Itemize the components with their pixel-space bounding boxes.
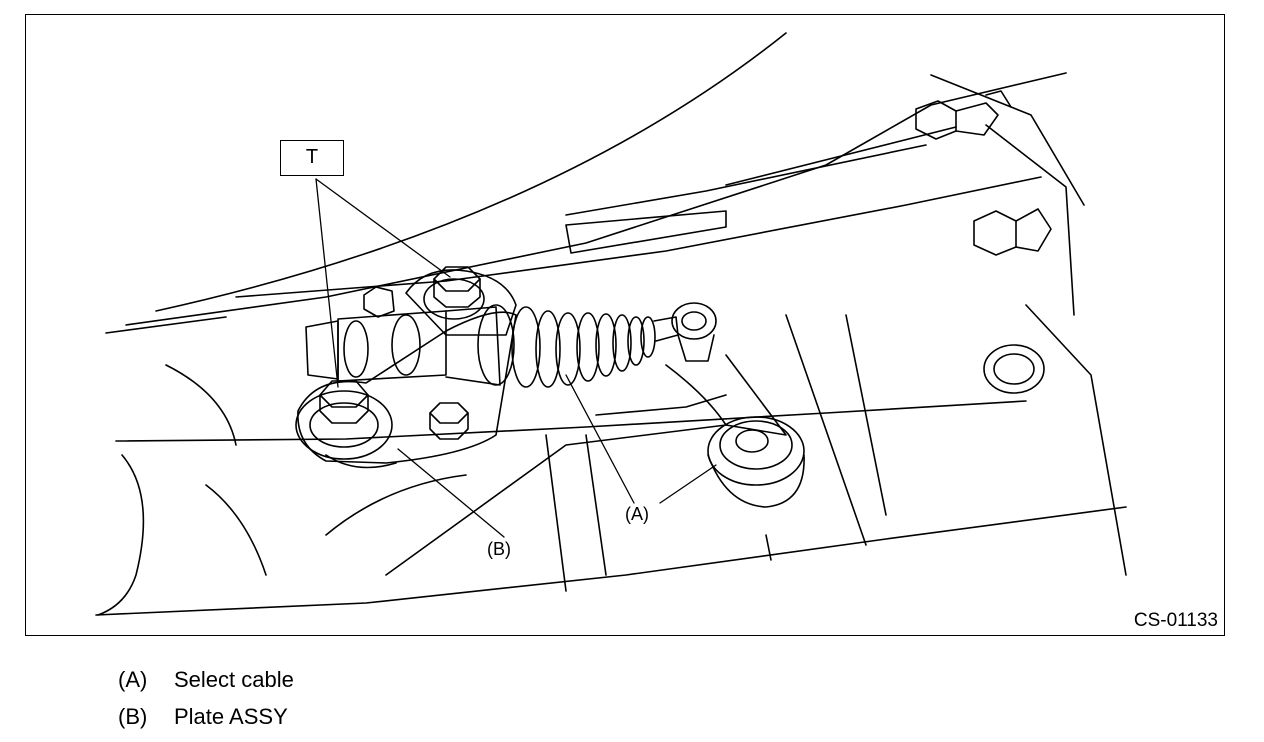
legend-key: (A) bbox=[118, 667, 148, 692]
lower-rib-6 bbox=[385, 424, 727, 576]
legend-key: (B) bbox=[118, 704, 148, 729]
lower-rib-7 bbox=[325, 474, 467, 536]
right-casing-edge bbox=[930, 74, 1085, 206]
torque-callout-box: T bbox=[280, 140, 344, 176]
slot bbox=[565, 210, 727, 254]
legend-text: Select cable bbox=[174, 667, 294, 692]
lower-flange bbox=[595, 394, 727, 416]
bolt-mid-right bbox=[973, 208, 1052, 256]
lower-body-edge-2 bbox=[115, 400, 1027, 442]
upper-rail bbox=[565, 144, 927, 216]
lower-rib-3 bbox=[765, 534, 772, 561]
bolt-upper-t bbox=[433, 266, 481, 308]
select-lever bbox=[665, 302, 805, 508]
callout-a-label: (A) bbox=[623, 504, 651, 524]
upper-body-edge bbox=[125, 72, 1067, 326]
leader-a-lever bbox=[659, 464, 717, 504]
upper-bracket bbox=[405, 269, 517, 336]
lower-left-web-3 bbox=[205, 484, 267, 576]
upper-rail-2 bbox=[725, 126, 957, 186]
leader-t-upper bbox=[315, 178, 451, 278]
lower-rib-2 bbox=[585, 434, 607, 576]
plate-assy bbox=[295, 311, 517, 469]
lower-body-edge-3 bbox=[105, 316, 227, 334]
lower-left-web bbox=[97, 454, 145, 616]
nut-bracket-left bbox=[363, 286, 395, 318]
legend-item: (A) Select cable bbox=[118, 667, 294, 693]
figure-id: CS-01133 bbox=[1133, 610, 1218, 631]
lower-rib-1 bbox=[545, 434, 567, 592]
lower-rib-5 bbox=[845, 314, 887, 516]
leader-a-cable bbox=[565, 374, 635, 504]
lower-left-web-2 bbox=[165, 364, 237, 446]
legend-text: Plate ASSY bbox=[174, 704, 288, 729]
upper-body-arc bbox=[155, 32, 787, 312]
leader-t-lower bbox=[315, 178, 339, 388]
upper-body-edge-2 bbox=[235, 176, 1042, 298]
leader-b bbox=[397, 448, 505, 538]
bolt-top-right bbox=[915, 90, 1012, 140]
bolt-plate bbox=[429, 402, 469, 440]
select-cable bbox=[305, 304, 679, 388]
torque-callout-label: T bbox=[305, 146, 319, 168]
lower-rib-4 bbox=[785, 314, 867, 546]
right-casing-edge-2 bbox=[985, 124, 1075, 316]
transmission-linkage-drawing bbox=[95, 32, 1127, 616]
right-casing-lower bbox=[1025, 304, 1127, 576]
boss-right bbox=[983, 344, 1045, 394]
lower-body-edge bbox=[95, 506, 1127, 616]
leader-lines bbox=[315, 178, 717, 538]
diagram-frame: T (A) (B) CS-01133 bbox=[25, 14, 1225, 636]
callout-b-label: (B) bbox=[485, 539, 513, 559]
legend-item: (B) Plate ASSY bbox=[118, 704, 288, 730]
bolt-lower-t bbox=[319, 380, 369, 424]
